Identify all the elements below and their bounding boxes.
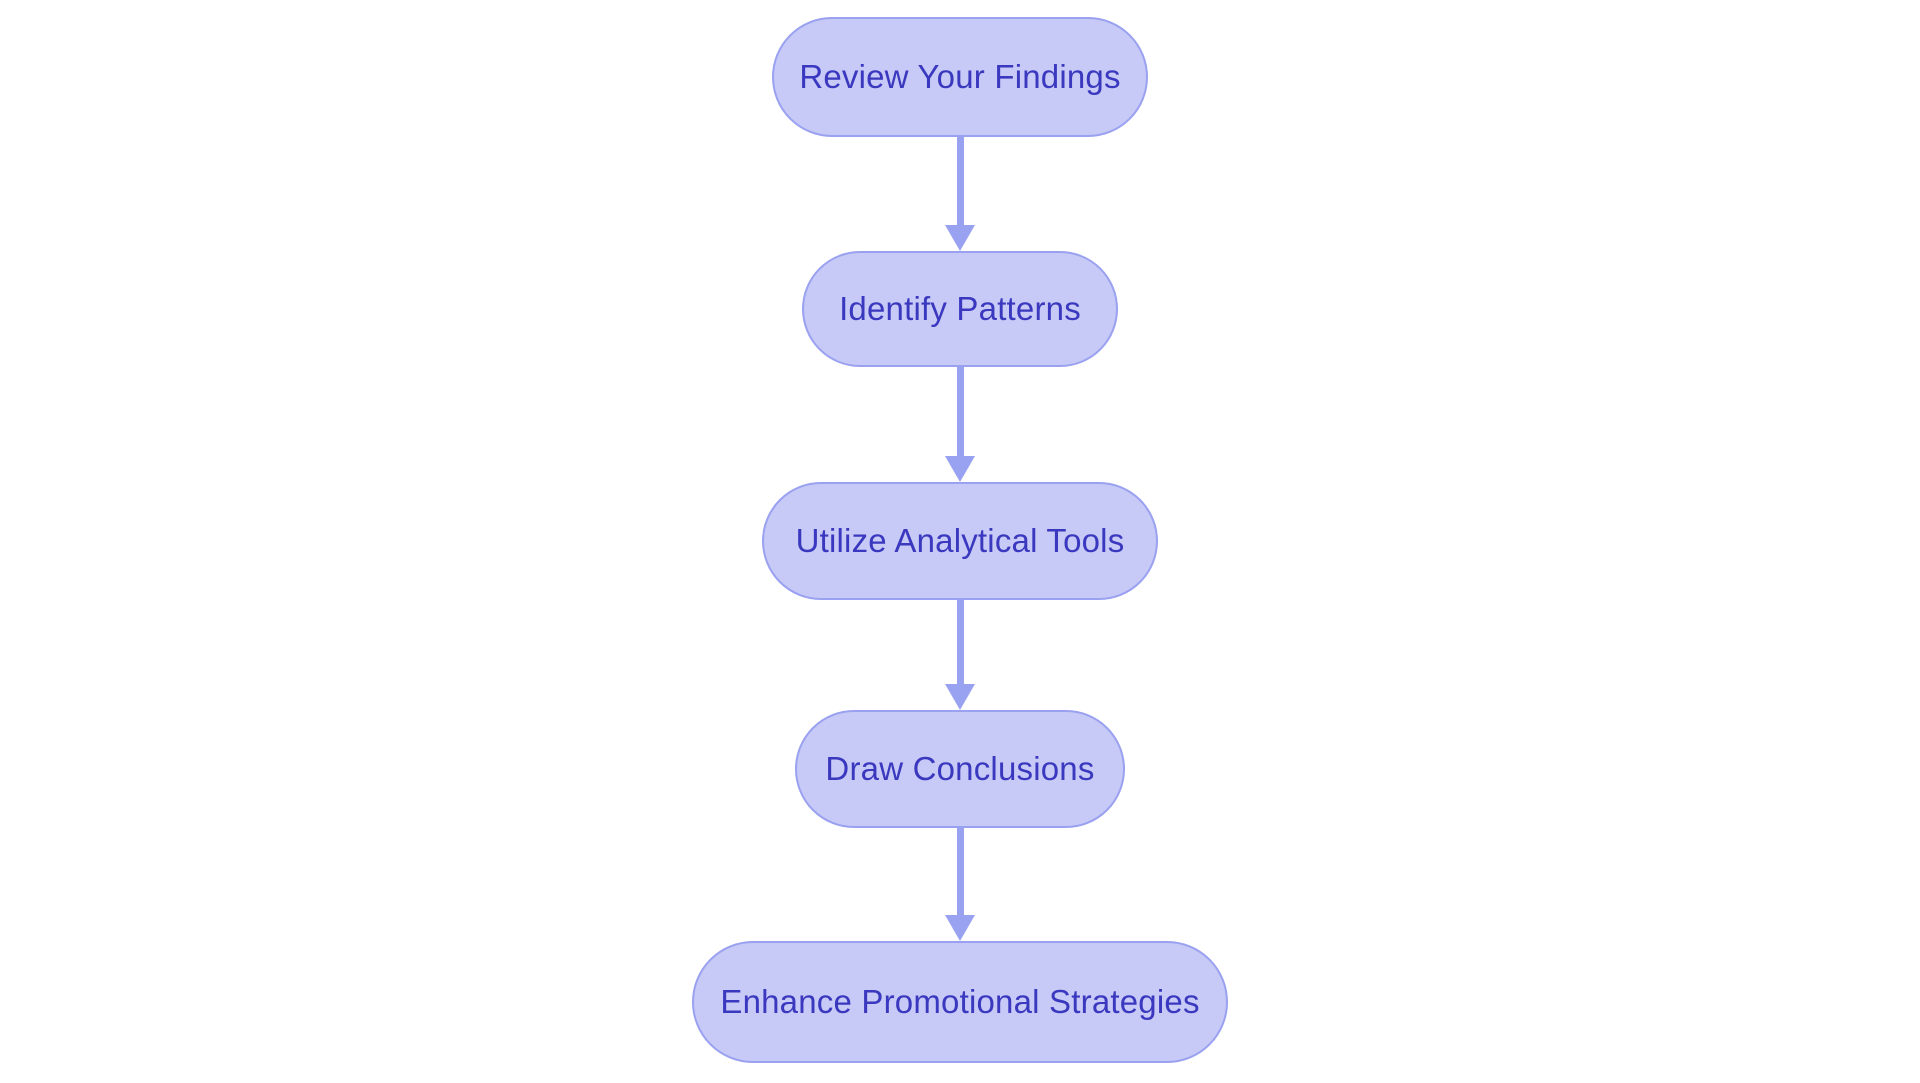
connector-line [956,600,964,684]
flow-node-draw-conclusions: Draw Conclusions [795,710,1125,828]
flow-connector-3 [944,600,976,710]
flow-node-utilize-analytical-tools: Utilize Analytical Tools [762,482,1158,600]
connector-line [956,367,964,456]
flow-node-label: Review Your Findings [799,58,1121,95]
flow-connector-2 [944,367,976,482]
connector-line [956,137,964,225]
flow-node-identify-patterns: Identify Patterns [802,251,1118,367]
arrowhead-down-icon [945,915,975,941]
arrowhead-down-icon [945,225,975,251]
flow-node-label: Identify Patterns [839,290,1081,327]
flow-connector-1 [944,137,976,251]
flow-node-label: Utilize Analytical Tools [795,522,1125,559]
flow-node-label: Enhance Promotional Strategies [720,983,1200,1020]
flow-node-label: Draw Conclusions [825,750,1095,787]
flow-node-review-your-findings: Review Your Findings [772,17,1148,137]
flow-node-enhance-promotional-strategies: Enhance Promotional Strategies [692,941,1228,1063]
flow-connector-4 [944,828,976,941]
connector-line [956,828,964,915]
arrowhead-down-icon [945,456,975,482]
arrowhead-down-icon [945,684,975,710]
